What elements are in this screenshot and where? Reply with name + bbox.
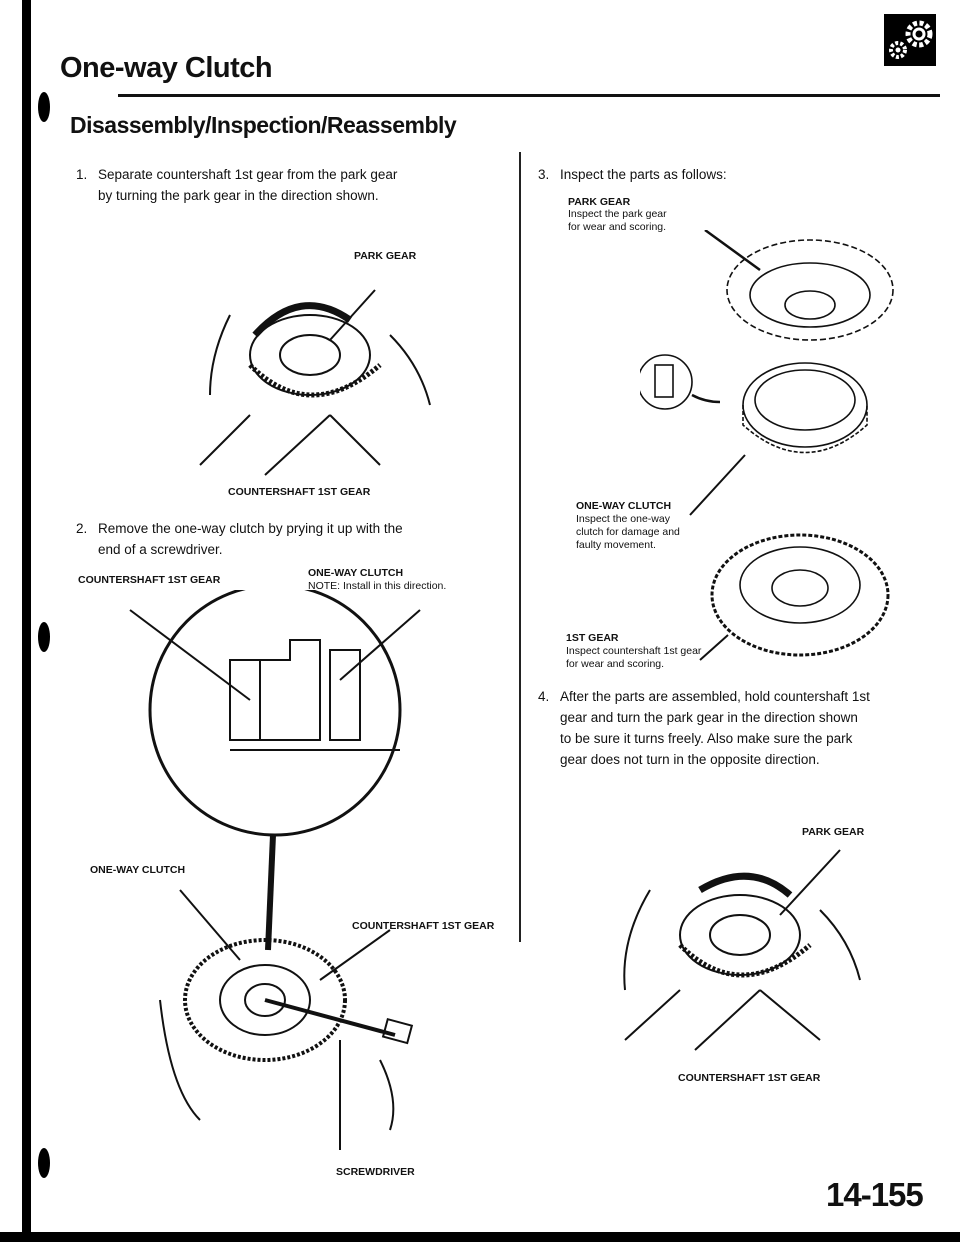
label-1st-gear: 1ST GEAR <box>566 632 619 644</box>
label-park-gear: PARK GEAR <box>354 250 417 262</box>
gears-icon <box>884 14 936 66</box>
illustration-check-rotation <box>623 849 861 1051</box>
label-park-gear: PARK GEAR <box>568 196 631 208</box>
page-number: 14-155 <box>826 1176 924 1213</box>
step-2: 2.Remove the one-way clutch by prying it… <box>76 521 403 557</box>
column-divider <box>519 152 521 942</box>
label-countershaft-1st-gear: COUNTERSHAFT 1ST GEAR <box>352 920 495 932</box>
install-note: NOTE: Install in this direction. <box>308 580 447 592</box>
binder-mark <box>38 92 50 122</box>
step-1: 1.Separate countershaft 1st gear from th… <box>76 167 398 203</box>
illustration-inspect-parts <box>640 230 894 661</box>
page-title: One-way Clutch <box>60 52 273 84</box>
label-countershaft-1st-gear: COUNTERSHAFT 1ST GEAR <box>228 486 371 498</box>
label-countershaft-1st-gear: COUNTERSHAFT 1ST GEAR <box>678 1072 821 1084</box>
illustration-remove-clutch <box>129 590 421 1150</box>
label-park-gear: PARK GEAR <box>802 826 865 838</box>
binder-mark <box>38 622 50 652</box>
label-one-way-clutch: ONE-WAY CLUTCH <box>308 567 404 579</box>
title-rule <box>118 94 940 97</box>
section-title: Disassembly/Inspection/Reassembly <box>70 112 457 138</box>
binder-mark <box>38 1148 50 1178</box>
label-screwdriver: SCREWDRIVER <box>336 1166 415 1178</box>
step-3: 3.Inspect the parts as follows: <box>538 167 727 182</box>
label-countershaft-1st-gear: COUNTERSHAFT 1ST GEAR <box>78 574 221 586</box>
label-one-way-clutch: ONE-WAY CLUTCH <box>90 864 186 876</box>
binder-edge <box>22 0 31 1242</box>
label-one-way-clutch: ONE-WAY CLUTCH <box>576 500 672 512</box>
bottom-bar <box>0 1232 960 1242</box>
step-4: 4.After the parts are assembled, hold co… <box>538 689 870 767</box>
illustration-separate-gears <box>199 289 431 476</box>
